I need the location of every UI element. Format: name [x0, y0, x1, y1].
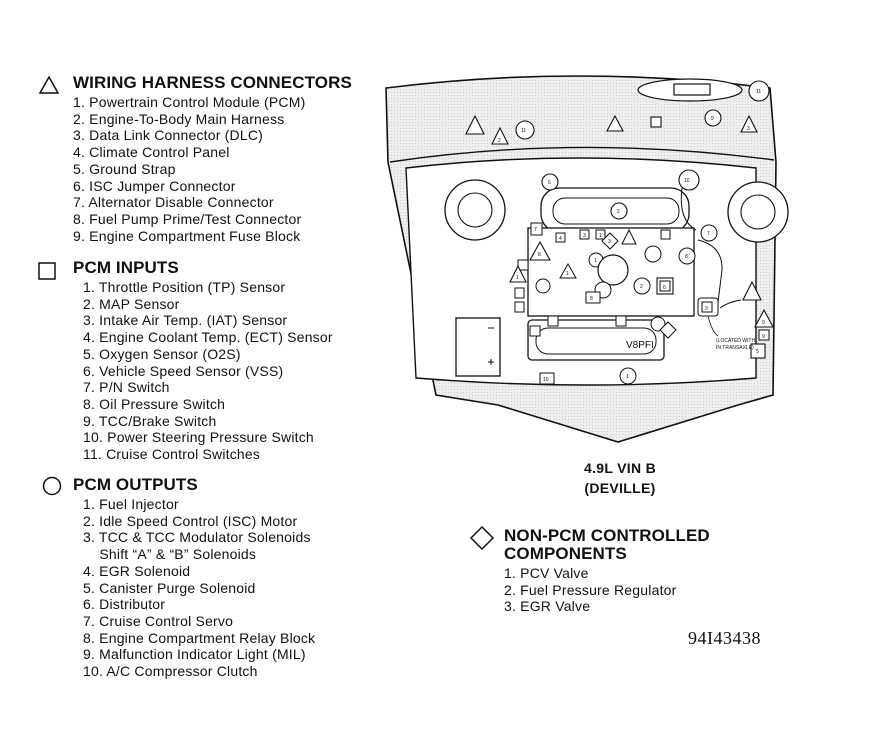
marker-label: 11 — [756, 89, 761, 95]
outputs-section: PCM OUTPUTS 1. Fuel Injector 2. Idle Spe… — [73, 476, 315, 680]
list-item: 3. EGR Valve — [504, 598, 591, 615]
list-item: 4. Climate Control Panel — [73, 144, 230, 161]
marker-label: 7 — [534, 227, 537, 233]
list-item: 9. TCC/Brake Switch — [83, 412, 217, 429]
throttle-body — [597, 254, 629, 286]
marker-label: 9 — [762, 334, 765, 340]
harness-list: 1. Powertrain Control Module (PCM) 2. En… — [73, 94, 352, 244]
list-item: 11. Cruise Control Switches — [83, 446, 261, 463]
list-item: 2. Engine-To-Body Main Harness — [73, 110, 285, 127]
inputs-section: PCM INPUTS 1. Throttle Position (TP) Sen… — [73, 259, 333, 463]
list-item: 1. PCV Valve — [504, 565, 589, 581]
marker-label: 8 — [538, 252, 541, 258]
marker-label: 1 — [626, 374, 629, 380]
marker-label: 8 — [590, 296, 593, 302]
input-square — [650, 116, 662, 128]
list-item: 1. Powertrain Control Module (PCM) — [73, 94, 306, 110]
marker-label: 5 — [756, 349, 759, 355]
figure-number: 94I43438 — [688, 628, 761, 648]
outputs-list: 1. Fuel Injector 2. Idle Speed Control (… — [83, 496, 315, 680]
list-item: 8. Oil Pressure Switch — [83, 395, 226, 412]
engine-badge: V8PFI — [626, 340, 654, 351]
list-item: 10. A/C Compressor Clutch — [83, 663, 258, 680]
triangle-legend-icon — [38, 75, 60, 94]
diamond-legend-icon — [469, 525, 495, 551]
list-item: 3. Data Link Connector (DLC) — [73, 127, 264, 144]
list-item: 2. Idle Speed Control (ISC) Motor — [83, 512, 298, 529]
list-item: 2. Fuel Pressure Regulator — [504, 581, 677, 598]
vehicle-caption: 4.9L VIN B (DEVILLE) — [560, 458, 680, 498]
inputs-list: 1. Throttle Position (TP) Sensor 2. MAP … — [83, 279, 333, 463]
list-item: 7. Alternator Disable Connector — [73, 194, 274, 211]
inputs-title: PCM INPUTS — [73, 258, 179, 277]
harness-triangle — [465, 114, 485, 135]
nonpcm-title: NON-PCM CONTROLLED — [504, 526, 710, 545]
list-item: 7. Cruise Control Servo — [83, 612, 234, 629]
marker-label: 4 — [559, 236, 562, 242]
marker-label: 1 — [566, 271, 569, 277]
outputs-title: PCM OUTPUTS — [73, 475, 198, 494]
list-item: 6. ISC Jumper Connector — [73, 177, 236, 194]
list-item: 8. Engine Compartment Relay Block — [83, 629, 316, 646]
marker-label: 8 — [685, 254, 688, 260]
marker-label: 9 — [762, 320, 765, 326]
list-item: 10. Power Steering Pressure Switch — [83, 429, 314, 446]
marker-label: 2 — [498, 138, 501, 144]
transaxle — [527, 319, 665, 361]
marker-label: 3 — [747, 126, 750, 132]
nonpcm-section: NON-PCM CONTROLLED COMPONENTS 1. PCV Val… — [504, 527, 710, 615]
marker-label: 3 — [705, 306, 708, 312]
list-item: 6. Vehicle Speed Sensor (VSS) — [83, 362, 284, 379]
marker-label: 11 — [521, 128, 526, 134]
harness-triangle — [606, 114, 624, 132]
battery — [455, 317, 501, 377]
marker-label: 6 — [663, 285, 666, 291]
circle-legend-icon — [42, 476, 62, 496]
list-item: 1. Throttle Position (TP) Sensor — [83, 279, 286, 295]
nonpcm-title-2: COMPONENTS — [504, 544, 627, 563]
caption-line-1: 4.9L VIN B — [584, 460, 656, 476]
list-item: 9. Malfunction Indicator Light (MIL) — [83, 646, 306, 663]
list-item: 5. Ground Strap — [73, 160, 176, 177]
list-item: 9. Engine Compartment Fuse Block — [73, 227, 301, 244]
marker-label: 7 — [707, 231, 710, 237]
list-item: 4. Engine Coolant Temp. (ECT) Sensor — [83, 329, 333, 346]
caption-line-2: (DEVILLE) — [584, 480, 656, 496]
marker-label: 6 — [548, 180, 551, 186]
harness-section: WIRING HARNESS CONNECTORS 1. Powertrain … — [73, 74, 352, 244]
list-item: 5. Oxygen Sensor (O2S) — [83, 345, 241, 362]
marker-label: 3 — [583, 233, 586, 239]
transaxle-note-1: (LOCATED WITH- — [716, 338, 757, 344]
list-item: 3. TCC & TCC Modulator Solenoids — [83, 529, 311, 546]
list-item: 6. Distributor — [83, 596, 166, 613]
marker-label: 2 — [617, 209, 620, 215]
harness-triangle — [740, 114, 758, 133]
marker-label: 1 — [516, 275, 519, 281]
transaxle-note-2: IN TRANSAXLE) — [716, 345, 754, 351]
nonpcm-list: 1. PCV Valve 2. Fuel Pressure Regulator … — [504, 565, 710, 615]
harness-triangle — [491, 126, 509, 145]
list-item: 4. EGR Solenoid — [83, 562, 191, 579]
list-item: 5. Canister Purge Solenoid — [83, 579, 256, 596]
engine-compartment-diagram: 11 2 11 9 3 6 2 10 7 8 4 3 1 3 1 1 8 2 6… — [385, 75, 789, 443]
list-item: 2. MAP Sensor — [83, 295, 180, 312]
list-item: 3. Intake Air Temp. (IAT) Sensor — [83, 312, 288, 329]
list-item: 1. Fuel Injector — [83, 496, 179, 512]
square-legend-icon — [38, 262, 56, 280]
list-item: Shift “A” & “B” Solenoids — [83, 546, 257, 563]
marker-label: 10 — [543, 377, 549, 383]
dlc-rect — [673, 83, 711, 96]
marker-label: 1 — [594, 258, 597, 264]
marker-label: 9 — [711, 116, 714, 122]
marker-label: 3 — [608, 239, 611, 245]
cowl-line — [389, 146, 775, 163]
marker-label: 1 — [599, 233, 602, 239]
harness-title: WIRING HARNESS CONNECTORS — [73, 73, 352, 92]
marker-label: 2 — [640, 284, 643, 290]
marker-label: 10 — [684, 178, 690, 184]
list-item: 7. P/N Switch — [83, 379, 170, 396]
list-item: 8. Fuel Pump Prime/Test Connector — [73, 210, 302, 227]
